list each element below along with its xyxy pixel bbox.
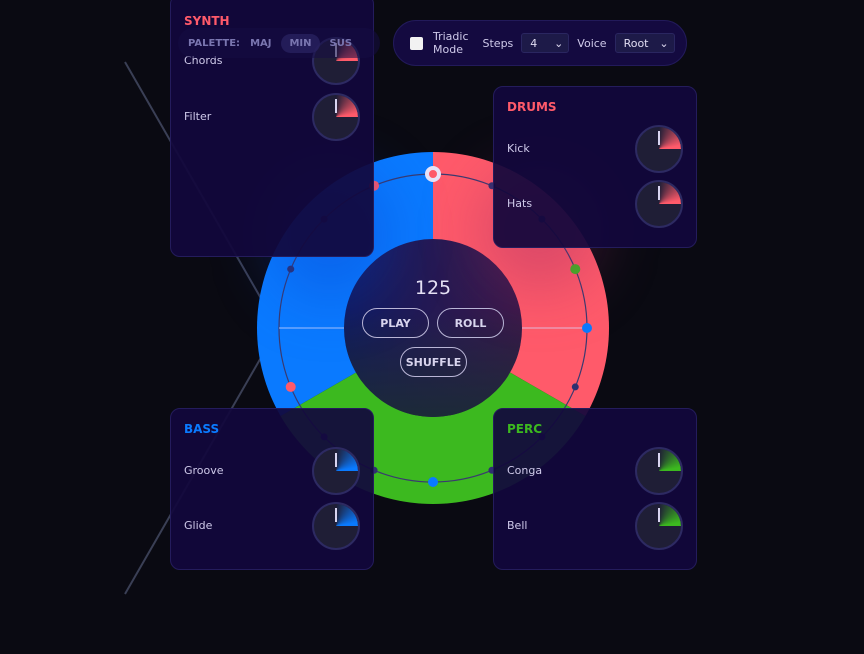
bpm-display: 125 <box>414 277 452 299</box>
voice-value: Root <box>623 36 649 50</box>
knob-glide[interactable] <box>312 502 360 550</box>
knob-indicator <box>335 508 337 522</box>
panel-perc: PERC Conga Bell <box>493 408 697 570</box>
step-dot[interactable] <box>428 477 438 487</box>
triadic-label-line2: Mode <box>433 43 463 56</box>
knob-indicator <box>658 131 660 145</box>
palette-selector: PALETTE: MAJ MIN SUS <box>178 28 380 58</box>
panel-title: DRUMS <box>507 100 557 114</box>
knob-label: Conga <box>507 464 543 477</box>
knob-indicator <box>335 453 337 467</box>
panel-title: BASS <box>184 422 220 436</box>
steps-label: Steps <box>482 36 514 50</box>
chevron-down-icon: ⌄ <box>554 36 564 50</box>
chevron-down-icon: ⌄ <box>659 36 669 50</box>
panel-drums: DRUMS Kick Hats <box>493 86 697 248</box>
toolbar: Triadic Mode Steps 4⌄ Voice Root⌄ <box>393 20 687 66</box>
palette-label: PALETTE: <box>188 37 241 49</box>
step-dot[interactable] <box>571 383 579 391</box>
knob-filter[interactable] <box>312 93 360 141</box>
knob-label: Filter <box>184 110 212 123</box>
triadic-label-line1: Triadic <box>433 30 469 43</box>
palette-option-min[interactable]: MIN <box>281 33 320 53</box>
panel-title: SYNTH <box>184 14 230 28</box>
step-dot[interactable] <box>287 265 295 273</box>
knob-label: Glide <box>184 519 213 532</box>
playhead-marker[interactable] <box>425 166 441 182</box>
knob-conga[interactable] <box>635 447 683 495</box>
knob-label: Hats <box>507 197 533 210</box>
panel-bass: BASS Groove Glide <box>170 408 374 570</box>
triadic-mode-checkbox[interactable] <box>410 36 423 50</box>
knob-label: Groove <box>184 464 224 477</box>
knob-groove[interactable] <box>312 447 360 495</box>
steps-select[interactable]: 4⌄ <box>521 33 570 53</box>
palette-option-maj[interactable]: MAJ <box>250 37 272 49</box>
voice-select[interactable]: Root ⌄ <box>614 33 675 53</box>
shuffle-button[interactable]: SHUFFLE <box>400 347 467 377</box>
step-dot[interactable] <box>582 323 592 333</box>
knob-indicator <box>658 453 660 467</box>
step-dot[interactable] <box>570 264 581 275</box>
knob-indicator <box>658 186 660 200</box>
step-dot[interactable] <box>285 381 296 392</box>
steps-value: 4 <box>530 36 538 50</box>
panel-title: PERC <box>507 422 543 436</box>
play-button[interactable]: PLAY <box>362 308 429 338</box>
palette-option-sus[interactable]: SUS <box>329 37 353 49</box>
roll-button[interactable]: ROLL <box>437 308 504 338</box>
knob-indicator <box>335 99 337 113</box>
knob-kick[interactable] <box>635 125 683 173</box>
voice-label: Voice <box>577 36 607 50</box>
knob-hats[interactable] <box>635 180 683 228</box>
knob-indicator <box>658 508 660 522</box>
triadic-mode-label: Triadic Mode <box>433 30 469 56</box>
center-hub: 125 PLAY ROLL SHUFFLE <box>344 239 522 417</box>
knob-label: Bell <box>507 519 528 532</box>
knob-label: Kick <box>507 142 530 155</box>
knob-bell[interactable] <box>635 502 683 550</box>
